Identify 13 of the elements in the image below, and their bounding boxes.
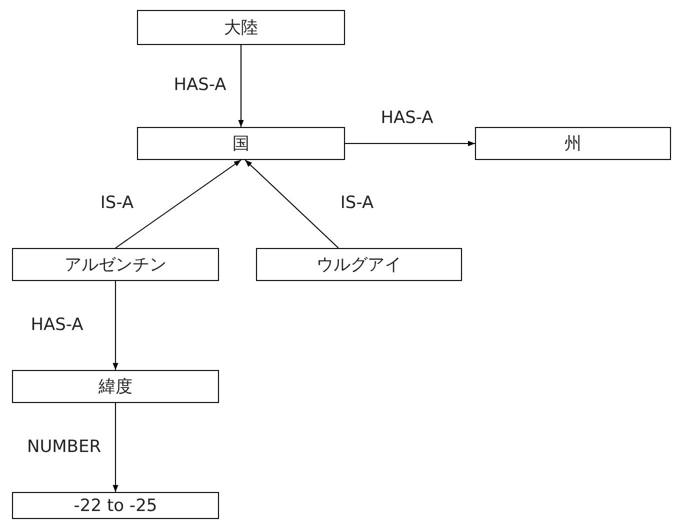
arrow xyxy=(244,160,339,248)
arrow xyxy=(112,280,118,370)
concept-box: ウルグアイ xyxy=(256,248,462,281)
concept-box: 緯度 xyxy=(12,370,219,403)
arrow xyxy=(115,160,242,248)
arrow xyxy=(238,44,244,128)
concept-box: 大陸 xyxy=(137,10,345,45)
arrow xyxy=(112,402,118,492)
concept-box: -22 to -25 xyxy=(12,492,219,519)
arrow xyxy=(344,140,476,146)
concept-box: 州 xyxy=(475,127,671,160)
concept-box: アルゼンチン xyxy=(12,248,219,281)
concept-box: 国 xyxy=(137,127,345,160)
